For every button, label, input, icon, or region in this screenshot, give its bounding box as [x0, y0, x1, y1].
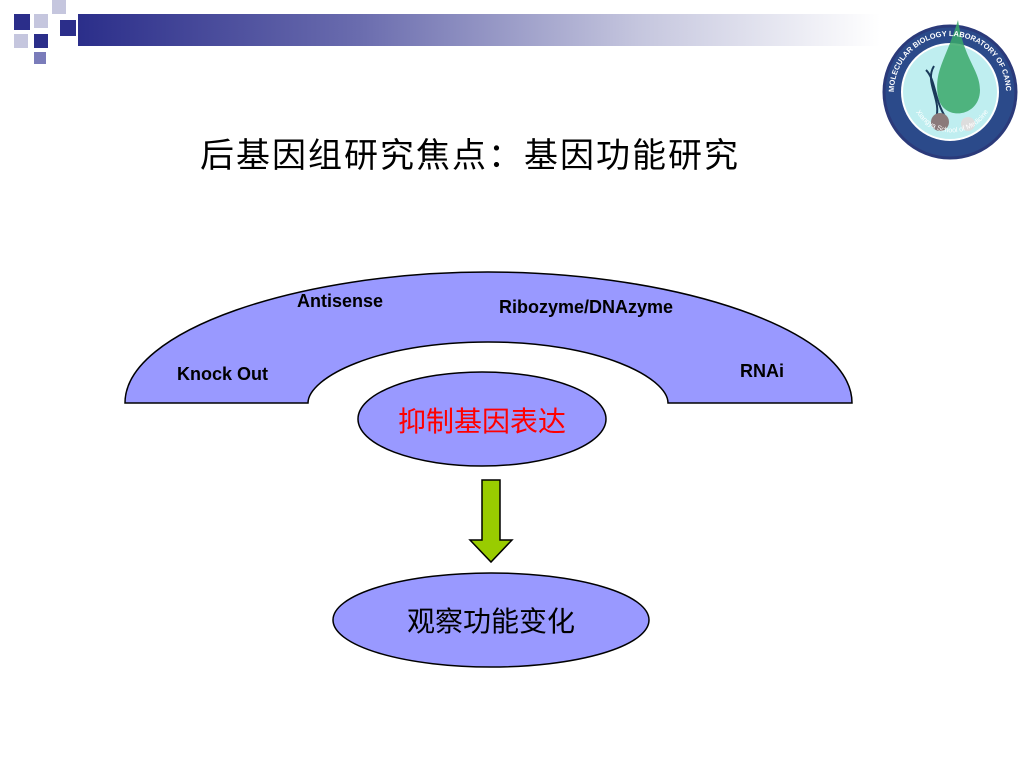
- deco-square: [34, 14, 48, 28]
- deco-square: [52, 0, 66, 14]
- deco-square: [14, 34, 28, 48]
- deco-square: [60, 20, 76, 36]
- method-knock-out: Knock Out: [177, 364, 269, 384]
- header-gradient-bar: [78, 14, 880, 46]
- inhibit-expression-node: [357, 371, 607, 467]
- deco-square: [34, 34, 48, 48]
- deco-square: [34, 52, 46, 64]
- institute-logo: MOLECULAR BIOLOGY LABORATORY OF CANCER R…: [876, 0, 1018, 160]
- inhibit-expression-label: 抑制基因表达: [397, 405, 566, 438]
- corner-decoration: [0, 0, 90, 70]
- methods-arc: [124, 271, 853, 404]
- observe-function-label: 观察功能变化: [406, 605, 575, 638]
- method-ribozyme-dnazyme: Ribozyme/DNAzyme: [499, 297, 674, 317]
- page-title: 后基因组研究焦点：基因功能研究: [200, 136, 740, 176]
- method-rnai: RNAi: [740, 361, 784, 381]
- down-arrow: [468, 479, 514, 564]
- method-antisense: Antisense: [297, 291, 384, 311]
- deco-square: [14, 14, 30, 30]
- observe-function-node: [332, 572, 650, 668]
